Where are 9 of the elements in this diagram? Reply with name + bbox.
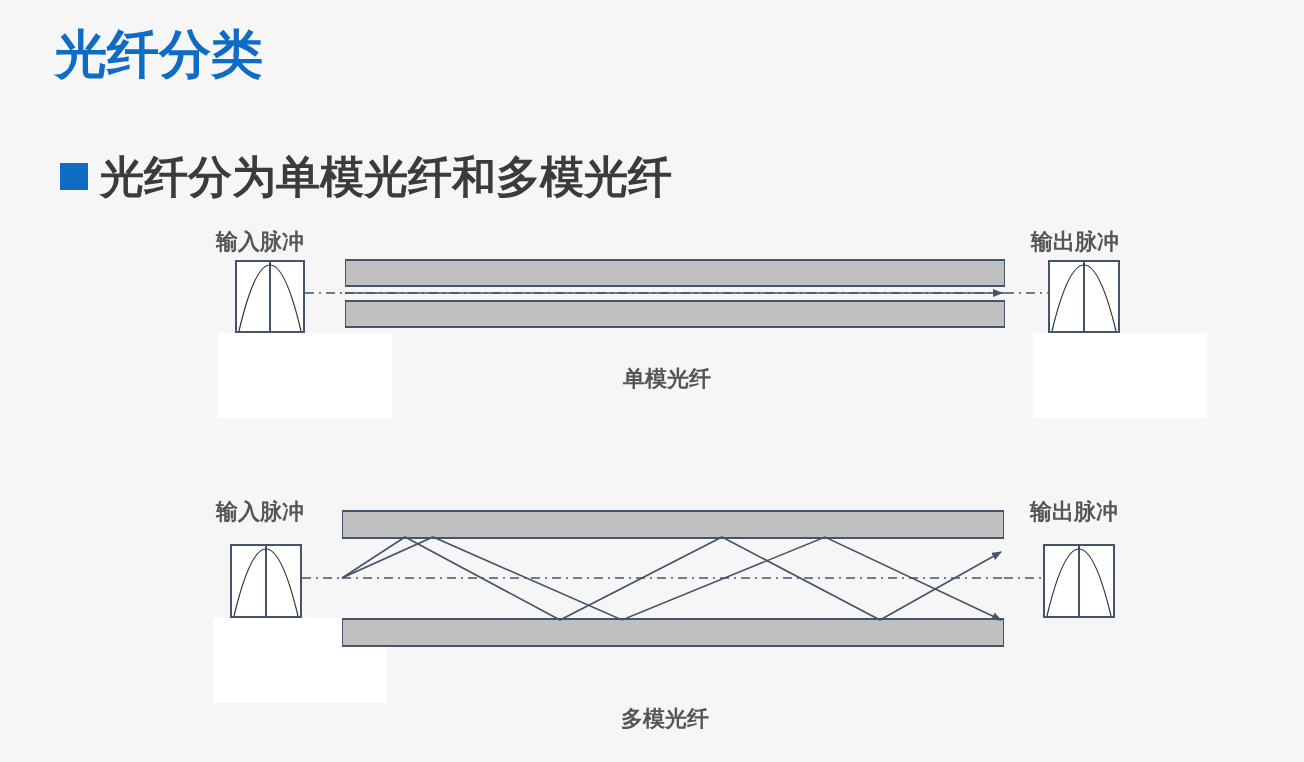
- slide-title: 光纤分类: [55, 28, 263, 80]
- pulse-heading: 输出脉冲: [1031, 231, 1119, 253]
- pulse-heading: 输入脉冲: [216, 501, 304, 523]
- pulse-heading: 输入脉冲: [216, 231, 304, 253]
- bullet-text: 光纤分为单模光纤和多模光纤: [100, 155, 672, 199]
- fiber-caption: 多模光纤: [621, 708, 709, 730]
- fiber-caption: 单模光纤: [623, 368, 711, 390]
- pulse-heading: 输出脉冲: [1030, 501, 1118, 523]
- dash-dot-line: [1003, 577, 1044, 579]
